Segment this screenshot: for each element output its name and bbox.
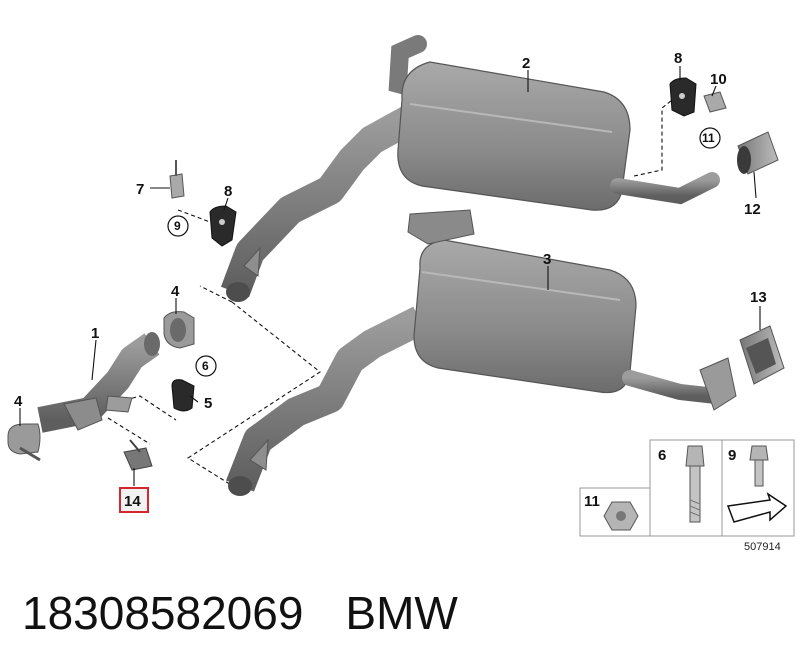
assembly-lines (107, 99, 673, 489)
rear-muffler-lower (226, 209, 737, 496)
callout-12: 12 (744, 201, 761, 218)
legend-label-9: 9 (728, 447, 736, 464)
rubber-hanger-8-right (669, 77, 697, 117)
callout-13: 13 (750, 289, 767, 306)
callout-10: 10 (710, 71, 727, 88)
callout-5: 5 (204, 395, 212, 412)
footer: 18308582069 BMW (22, 586, 458, 640)
callout-1: 1 (91, 325, 99, 342)
callout-14: 14 (124, 493, 141, 510)
front-pipe (37, 332, 160, 433)
callouts: 2 3 1 4 4 5 7 8 8 10 12 13 6 9 11 14 (14, 50, 767, 513)
callout-4-center: 4 (171, 283, 180, 300)
legend-label-11: 11 (584, 493, 600, 510)
rubber-mount-5 (171, 379, 195, 412)
fastener-legend: 6 9 11 507914 (579, 439, 795, 553)
callout-6: 6 (202, 359, 209, 373)
leader-lines (19, 66, 761, 486)
callout-8-left: 8 (224, 183, 232, 200)
tailpipe-12 (737, 131, 779, 175)
callout-3: 3 (543, 251, 551, 268)
tailpipe-trim-13 (739, 325, 785, 385)
part-number: 18308582069 (22, 587, 304, 639)
nut-11-icon (603, 501, 639, 531)
bolt-6-icon (685, 445, 705, 523)
callout-14-highlight (119, 487, 149, 513)
rubber-hanger-8-left (209, 205, 237, 247)
rear-muffler-upper (220, 35, 720, 302)
direction-arrow-icon (726, 492, 788, 523)
bracket-7 (169, 160, 185, 199)
callout-7: 7 (136, 181, 144, 198)
callout-2: 2 (522, 55, 530, 72)
legend-label-6: 6 (658, 447, 666, 464)
callout-11: 11 (702, 131, 715, 145)
sensor-14 (123, 439, 153, 471)
drawing-number: 507914 (744, 541, 781, 553)
bolt-9-icon (749, 445, 769, 487)
callout-8-right: 8 (674, 50, 682, 67)
callout-9: 9 (174, 219, 181, 233)
bracket-10 (703, 91, 727, 113)
clamp-4-left (7, 423, 41, 462)
callout-4-left: 4 (14, 393, 23, 410)
clamp-4-center (163, 311, 195, 349)
brand-name: BMW (345, 587, 458, 639)
